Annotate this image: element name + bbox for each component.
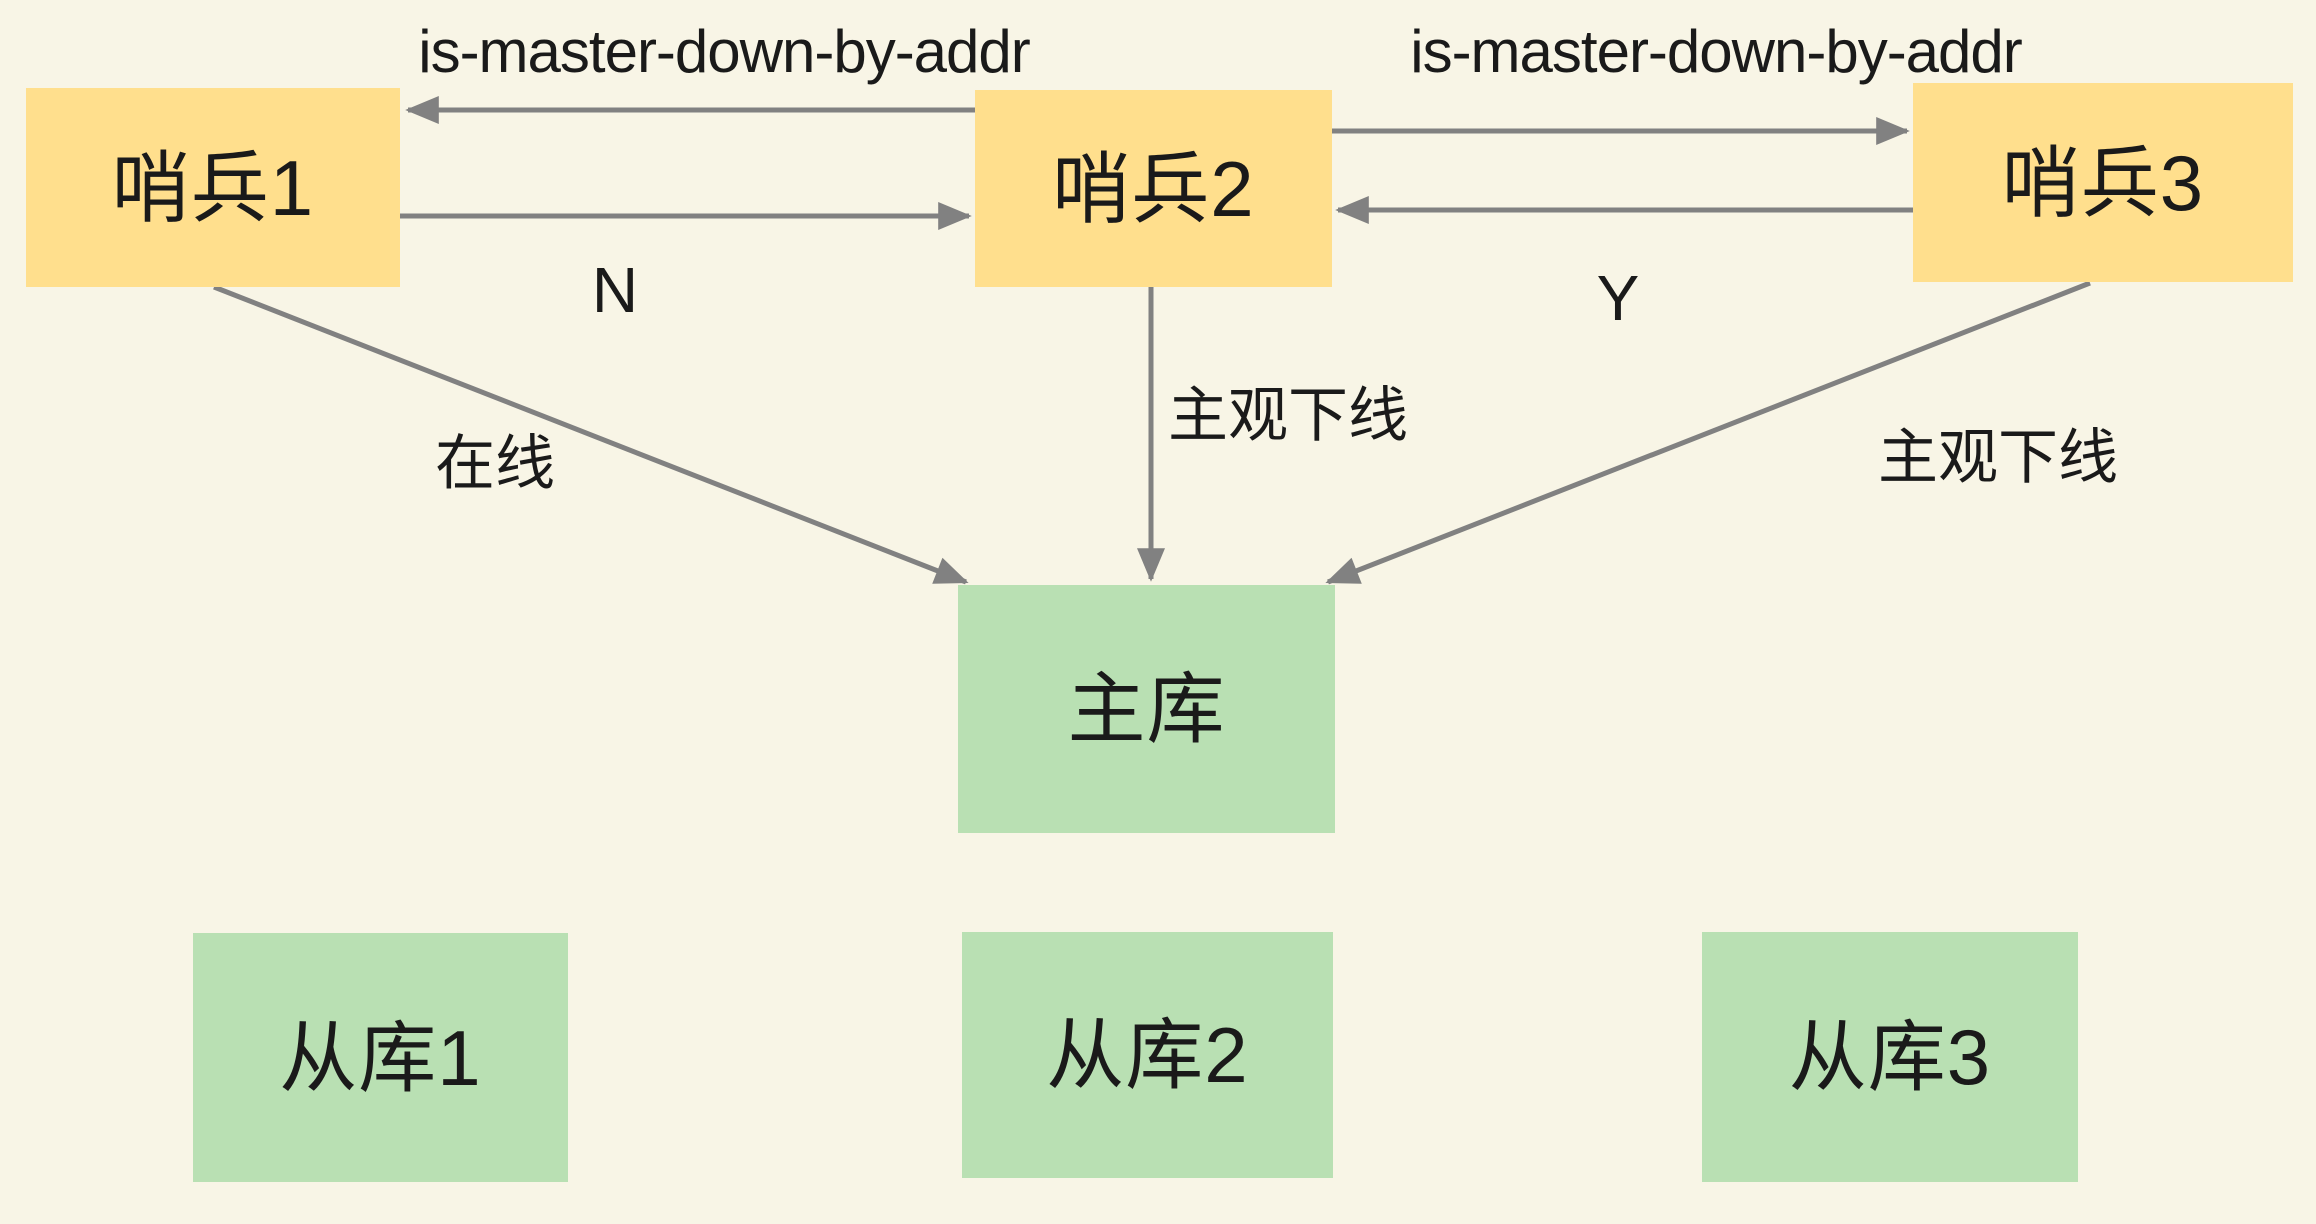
node-sentinel3: 哨兵3 [1913,83,2293,282]
node-slave2: 从库2 [962,932,1333,1178]
node-slave3-label: 从库3 [1788,1013,1992,1101]
node-sentinel1-label: 哨兵1 [111,143,315,232]
edge-label-is-master-down-by-addr-left: is-master-down-by-addr [418,18,1031,85]
edge-sentinel1-to-master [213,284,969,585]
node-master: 主库 [958,585,1335,833]
edge-label-subjective-down-right: 主观下线 [1878,424,2118,491]
node-slave1: 从库1 [193,933,568,1182]
edge-label-n: N [591,254,639,326]
edge-label-subjective-down-mid: 主观下线 [1168,382,1408,449]
node-sentinel2: 哨兵2 [975,90,1332,287]
edge-sentinel3-to-master [1325,280,2091,585]
node-sentinel1: 哨兵1 [26,88,400,287]
node-master-label: 主库 [1067,665,1226,753]
node-sentinel2-label: 哨兵2 [1052,144,1255,233]
node-slave1-label: 从库1 [279,1013,482,1102]
edge-label-y: Y [1596,262,1640,334]
edge-label-online: 在线 [435,430,555,497]
node-sentinel3-label: 哨兵3 [2001,138,2205,227]
node-slave3: 从库3 [1702,932,2078,1182]
node-slave2-label: 从库2 [1046,1011,1249,1099]
edge-label-is-master-down-by-addr-right: is-master-down-by-addr [1410,18,2023,85]
